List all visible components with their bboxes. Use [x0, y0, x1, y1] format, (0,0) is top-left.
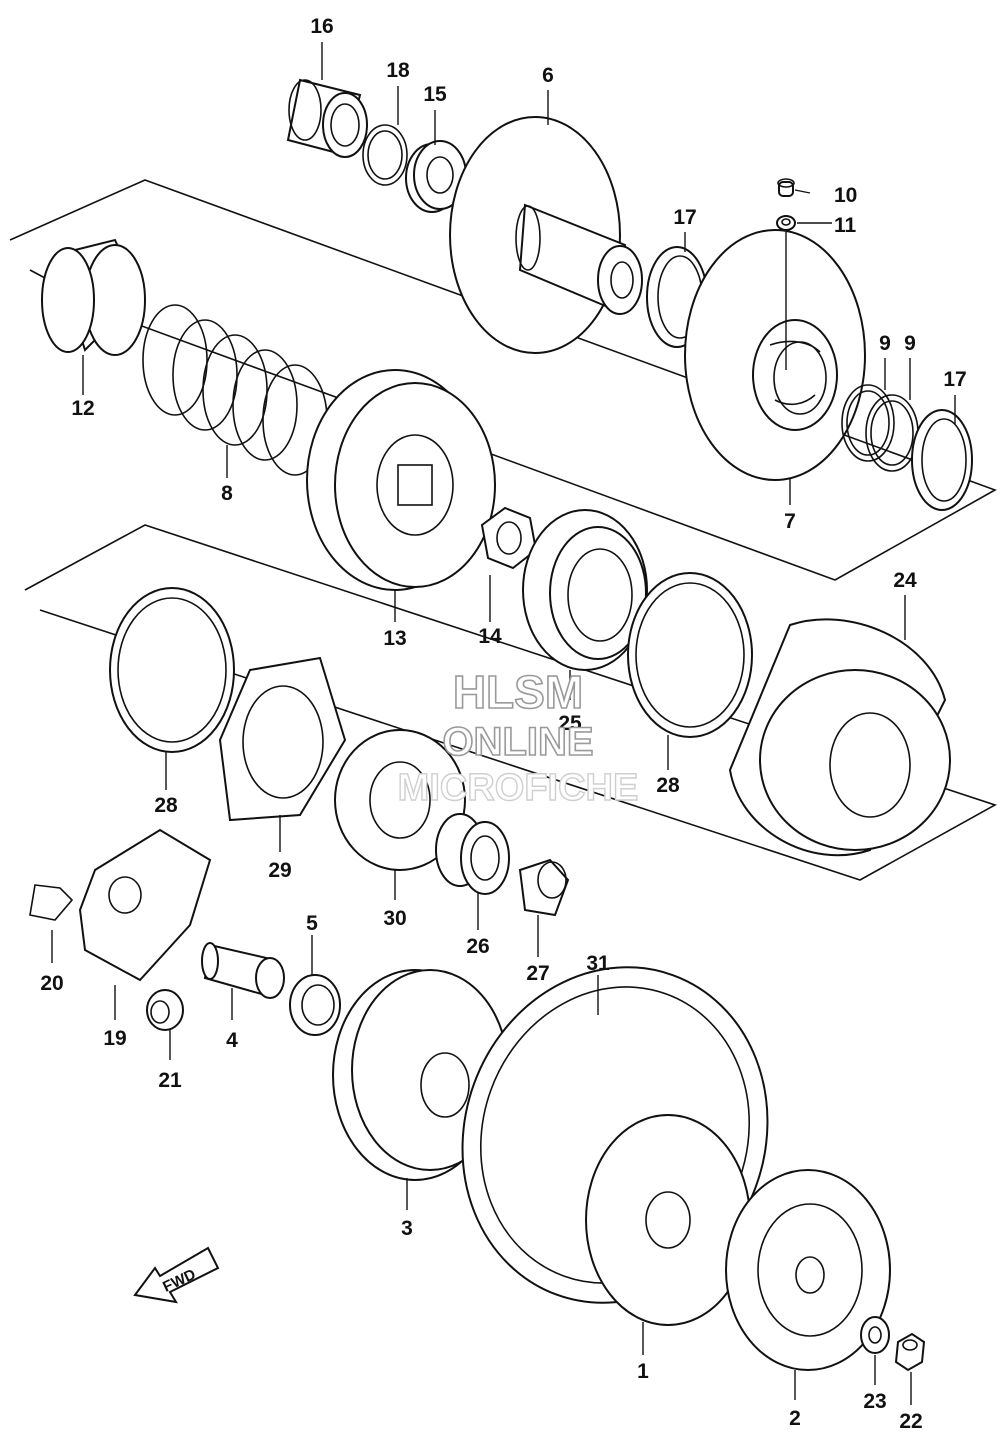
callout-4: 4 [226, 1029, 238, 1052]
part-11-roller [776, 215, 796, 231]
watermark-line-1: HLSM [453, 666, 583, 718]
part-18-circlip [362, 124, 408, 186]
part-7-movable-driven-face [684, 229, 866, 481]
part-20-clip [29, 884, 74, 921]
callout-5: 5 [306, 912, 318, 935]
callout-30: 30 [383, 907, 406, 930]
watermark: HLSM ONLINE MICROFICHE [397, 665, 639, 810]
leader-lines [51, 42, 956, 1405]
callout-23: 23 [863, 1390, 886, 1413]
part-2-fan-drive-face [725, 1169, 891, 1371]
callout-15: 15 [423, 83, 447, 106]
callout-27: 27 [526, 962, 549, 985]
part-23-washer [860, 1316, 890, 1354]
part-4-sleeve [201, 942, 285, 999]
part-5-bush [289, 974, 341, 1036]
part-29-lock-plate [218, 656, 347, 822]
lower-assembly-frame [24, 524, 997, 881]
callout-2: 2 [789, 1407, 801, 1430]
watermark-line-3: MICROFICHE [398, 767, 639, 809]
callout-19: 19 [103, 1027, 126, 1050]
callout-18: 18 [386, 59, 410, 82]
callout-25: 25 [558, 712, 582, 735]
part-13-clutch-shoe [306, 369, 496, 591]
callout-24: 24 [893, 569, 917, 592]
part-8-driven-spring [142, 304, 328, 476]
callout-26: 26 [466, 935, 489, 958]
callout-3: 3 [401, 1217, 413, 1240]
part-15-bearing [405, 140, 467, 213]
part-1-drive-face [585, 1114, 751, 1326]
part-26-collar [435, 813, 510, 895]
callout-13: 13 [383, 627, 406, 650]
part-30-spline-plate [334, 729, 466, 871]
callout-16: 16 [310, 15, 333, 38]
callout-11: 11 [834, 214, 857, 237]
part-17-seal-b [911, 409, 973, 511]
part-6-driven-face [449, 116, 643, 354]
part-10-guide-pin [777, 178, 795, 197]
watermark-line-2: ONLINE [442, 720, 593, 764]
part-19-ramp-plate [78, 828, 212, 982]
callout-12: 12 [71, 397, 94, 420]
callout-labels: 16 18 15 6 10 11 17 9 9 17 12 8 7 24 13 … [40, 15, 966, 1433]
callout-10: 10 [834, 184, 857, 207]
callout-21: 21 [158, 1069, 182, 1092]
callout-22: 22 [899, 1410, 922, 1433]
callout-17-a: 17 [673, 206, 696, 229]
part-28-washer-a [627, 572, 753, 738]
callout-9-a: 9 [879, 332, 891, 355]
callout-28-b: 28 [154, 794, 178, 817]
callout-8: 8 [221, 482, 233, 505]
part-22-nut [894, 1332, 926, 1372]
part-16-needle-bearing [286, 78, 368, 158]
part-27-nut [518, 858, 570, 917]
callout-1: 1 [637, 1360, 649, 1383]
callout-6: 6 [542, 64, 554, 87]
callout-7: 7 [784, 510, 796, 533]
part-12-spring-seat [41, 238, 146, 356]
part-28-washer-b [109, 587, 235, 753]
part-24-clutch-housing [728, 618, 951, 857]
callout-28-a: 28 [656, 774, 680, 797]
part-9-o-ring-a [841, 384, 895, 462]
callout-9-b: 9 [904, 332, 916, 355]
callout-17-b: 17 [943, 368, 966, 391]
forward-arrow-icon: FWD [133, 1246, 220, 1304]
callout-20: 20 [40, 972, 63, 995]
callout-29: 29 [268, 859, 291, 882]
part-21-slide-piece [146, 989, 184, 1031]
part-25-bearing [522, 509, 648, 671]
callout-31: 31 [586, 952, 610, 975]
callout-14: 14 [478, 625, 502, 648]
